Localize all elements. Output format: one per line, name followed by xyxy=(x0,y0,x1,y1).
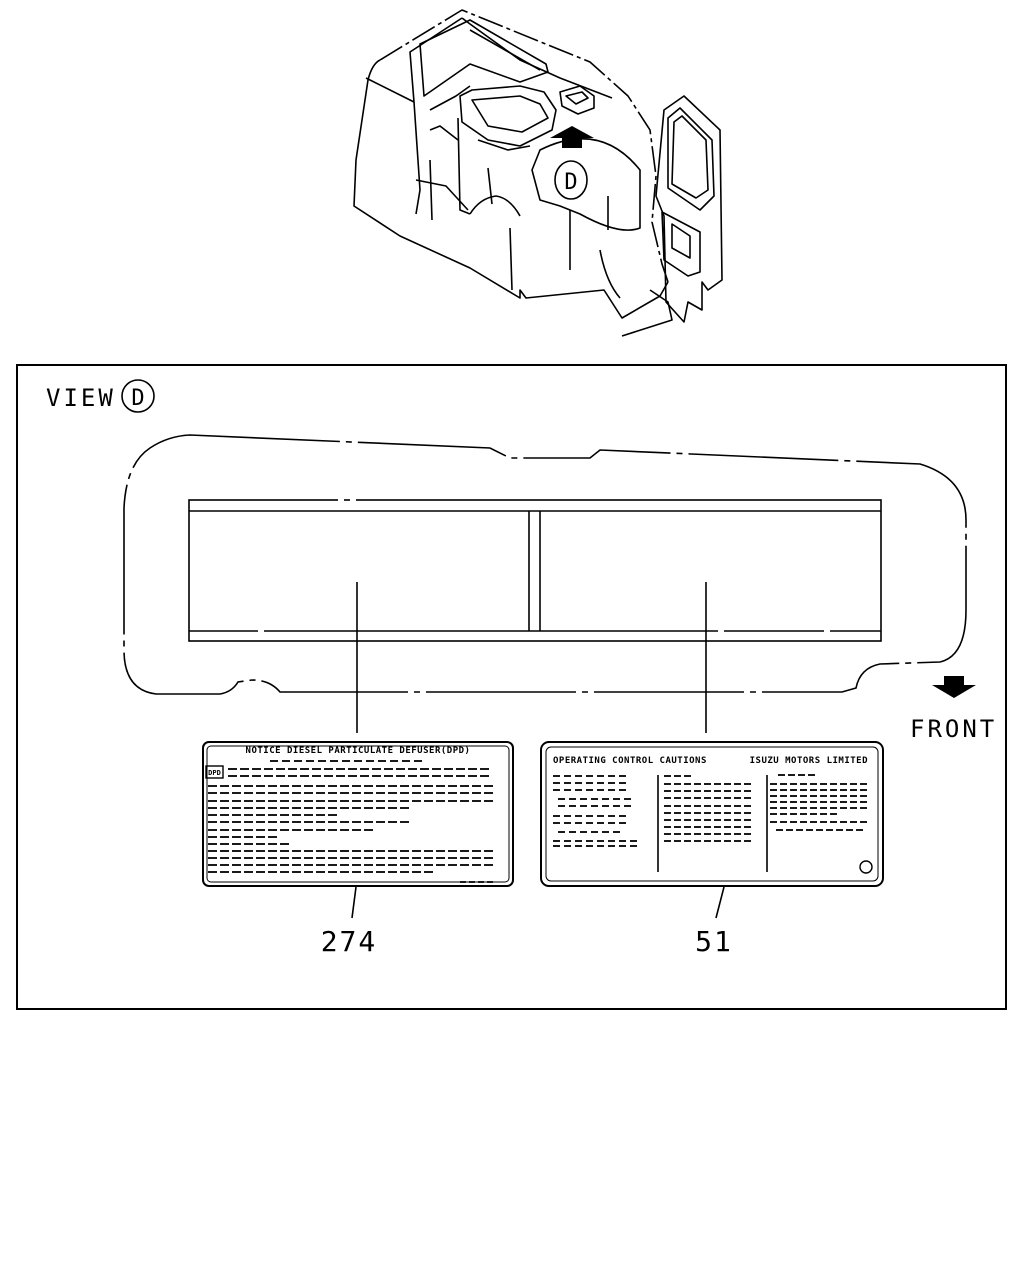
window-gap-marks xyxy=(258,498,830,633)
front-arrow xyxy=(932,676,976,698)
part-number-274: 274 xyxy=(321,925,378,958)
leader-51-lower xyxy=(715,886,725,919)
label-51-text-lines xyxy=(553,774,867,847)
view-letter: D xyxy=(131,386,144,411)
label-51-maker: ISUZU MOTORS LIMITED xyxy=(750,756,868,766)
cab-illustration xyxy=(353,9,723,337)
view-direction-arrow xyxy=(550,126,594,148)
label-274-title: NOTICE DIESEL PARTICULATE DEFUSER(DPD) xyxy=(246,746,471,756)
rear-window xyxy=(188,499,882,642)
view-label: VIEW xyxy=(46,384,116,412)
view-d-heading: VIEW D xyxy=(46,379,155,413)
label-274-decal: NOTICE DIESEL PARTICULATE DEFUSER(DPD) D… xyxy=(202,741,514,887)
rear-panel-outline xyxy=(123,434,967,695)
label-274-text-lines xyxy=(208,760,493,883)
label-51-hole xyxy=(859,860,873,874)
label-51-title: OPERATING CONTROL CAUTIONS xyxy=(553,756,707,766)
leader-274-lower xyxy=(351,886,357,919)
part-number-51: 51 xyxy=(695,925,733,958)
label-51-decal: OPERATING CONTROL CAUTIONS ISUZU MOTORS … xyxy=(540,741,884,887)
callout-letter: D xyxy=(564,170,577,195)
view-d-frame xyxy=(16,364,1007,1010)
front-label: FRONT xyxy=(910,715,997,743)
label-274-badge: DPD xyxy=(208,769,221,777)
callout-d-marker: D xyxy=(554,160,588,200)
